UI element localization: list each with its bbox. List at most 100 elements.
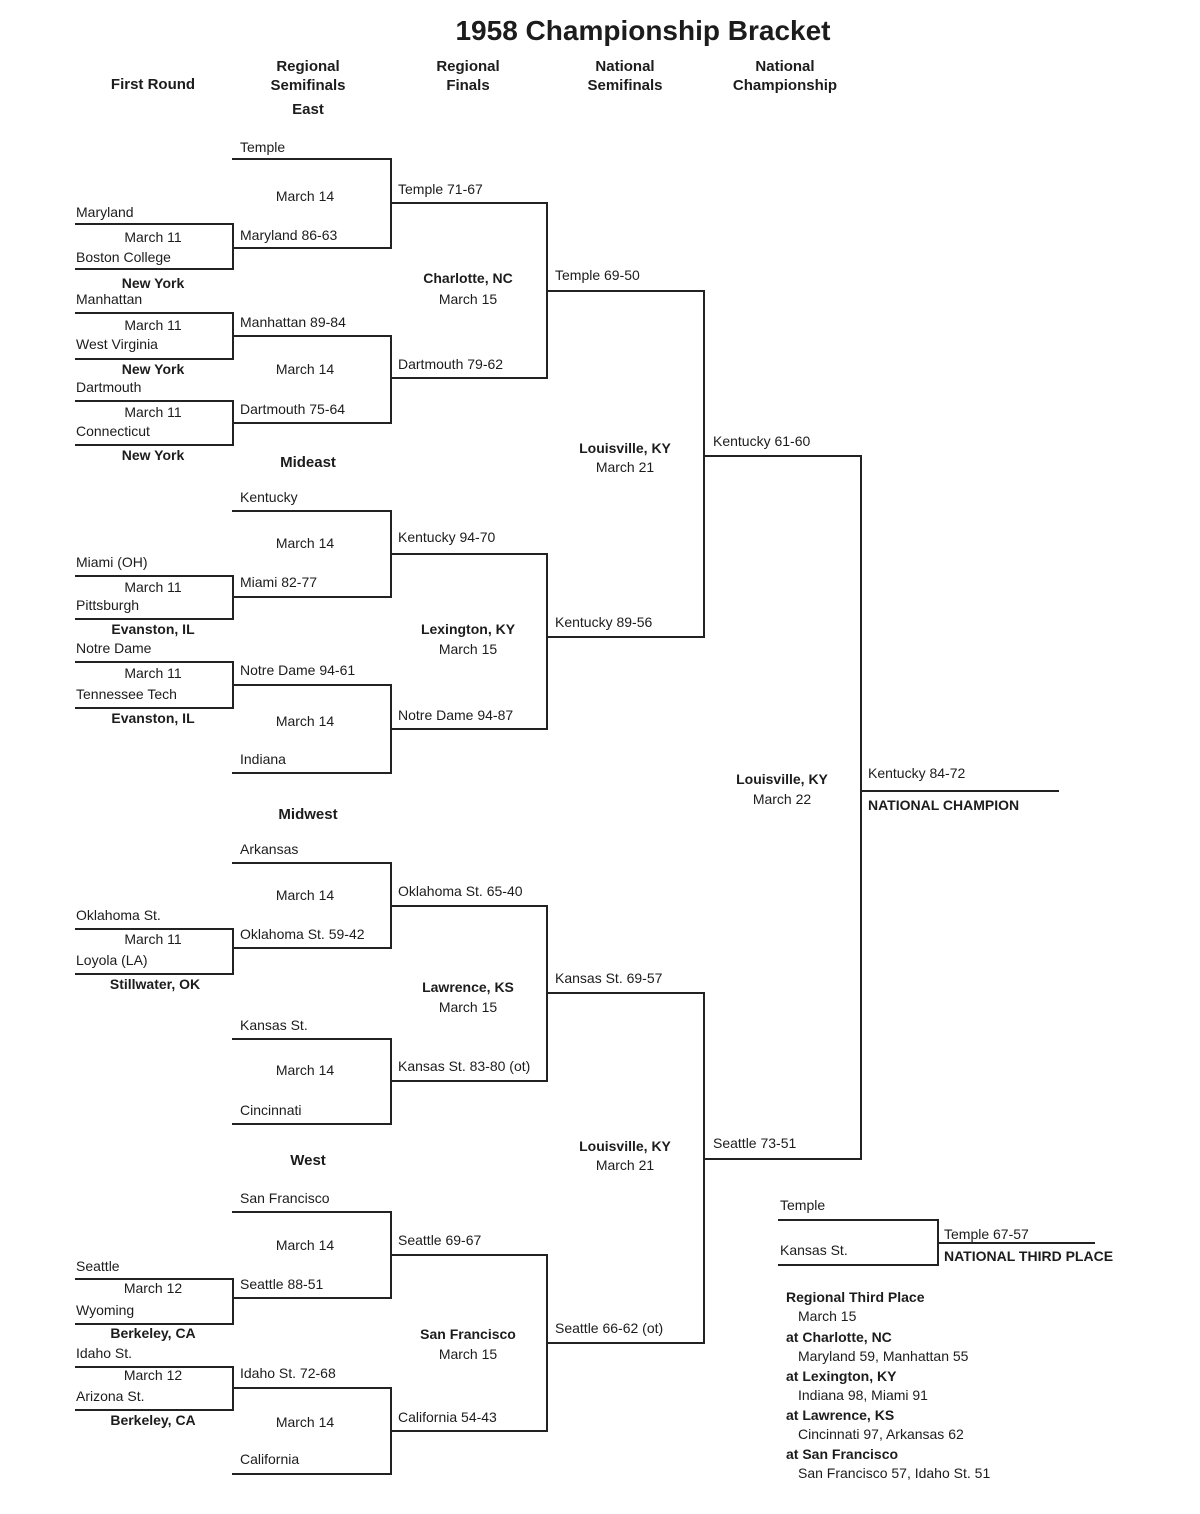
region-label-mideast: Mideast bbox=[280, 454, 336, 471]
team-dartmouth: Dartmouth bbox=[76, 379, 142, 395]
column-header-regional-finals: Regional Finals bbox=[436, 58, 500, 94]
team-notre-dame: Notre Dame bbox=[76, 640, 152, 656]
west-r1-seattle-line bbox=[75, 1278, 234, 1280]
team-arizona-st: Arizona St. bbox=[76, 1388, 145, 1404]
east-final-dartmouth-line bbox=[390, 377, 548, 379]
east-sf-manhattan-line bbox=[232, 335, 392, 337]
midwest-bye-kansas-st-line bbox=[232, 1038, 392, 1040]
game-date: March 15 bbox=[438, 1346, 498, 1362]
game-date: March 14 bbox=[275, 535, 335, 551]
natl-sf1-winner-line bbox=[703, 455, 862, 457]
label-national-champion: NATIONAL CHAMPION bbox=[868, 797, 1020, 813]
west-r1-wyoming-line bbox=[75, 1323, 234, 1325]
mideast-r1-pittsburgh-line bbox=[75, 618, 234, 620]
site-berkeley-ca: Berkeley, CA bbox=[110, 1412, 196, 1428]
team-temple: Temple bbox=[780, 1197, 826, 1213]
mideast-r1-notre-dame-line bbox=[75, 661, 234, 663]
result-seattle-66-62-ot: Seattle 66-62 (ot) bbox=[555, 1320, 664, 1336]
midwest-winner-line bbox=[546, 992, 705, 994]
site-louisville-ky: Louisville, KY bbox=[579, 1138, 671, 1154]
third-place-kansas-st-line bbox=[778, 1264, 939, 1266]
team-indiana: Indiana bbox=[240, 751, 286, 767]
site-at-charlotte-nc: at Charlotte, NC bbox=[786, 1329, 892, 1345]
result-cincinnati-97-arkansas-62: Cincinnati 97, Arkansas 62 bbox=[798, 1426, 964, 1442]
result-temple-69-50: Temple 69-50 bbox=[555, 267, 640, 283]
game-date: March 11 bbox=[124, 317, 182, 333]
site-at-san-francisco: at San Francisco bbox=[786, 1446, 899, 1462]
site-louisville-ky: Louisville, KY bbox=[736, 771, 828, 787]
result-dartmouth-79-62: Dartmouth 79-62 bbox=[398, 356, 504, 372]
team-wyoming: Wyoming bbox=[76, 1302, 135, 1318]
east-r1-boston-college-line bbox=[75, 268, 234, 270]
west-sf-seattle-line bbox=[232, 1297, 392, 1299]
game-date: March 11 bbox=[124, 404, 182, 420]
result-temple-67-57: Temple 67-57 bbox=[944, 1226, 1029, 1242]
east-r1-dartmouth-line bbox=[75, 400, 234, 402]
west-r1-arizona-st-line bbox=[75, 1409, 234, 1411]
site-lexington-ky: Lexington, KY bbox=[420, 621, 516, 637]
site-new-york: New York bbox=[121, 447, 185, 463]
west-final-seattle-line bbox=[390, 1254, 548, 1256]
team-maryland: Maryland bbox=[76, 204, 134, 220]
site-new-york: New York bbox=[121, 361, 185, 377]
midwest-r1-oklahoma-st-line bbox=[75, 928, 234, 930]
east-sf-dartmouth-line bbox=[232, 422, 392, 424]
game-date: March 15 bbox=[438, 641, 498, 657]
result-san-francisco-57-idaho-st-51: San Francisco 57, Idaho St. 51 bbox=[798, 1465, 991, 1481]
region-label-west: West bbox=[290, 1152, 326, 1169]
team-miami-oh: Miami (OH) bbox=[76, 554, 148, 570]
team-loyola-la: Loyola (LA) bbox=[76, 952, 148, 968]
game-date: March 11 bbox=[124, 579, 182, 595]
result-maryland-86-63: Maryland 86-63 bbox=[240, 227, 338, 243]
game-date: March 14 bbox=[275, 1237, 335, 1253]
mideast-r1-miami-line bbox=[75, 575, 234, 577]
team-cincinnati: Cincinnati bbox=[240, 1102, 302, 1118]
result-temple-71-67: Temple 71-67 bbox=[398, 181, 483, 197]
mideast-sf-miami-line bbox=[232, 596, 392, 598]
mideast-bye-indiana-line bbox=[232, 772, 392, 774]
game-date: March 11 bbox=[124, 665, 182, 681]
game-date: March 14 bbox=[275, 188, 335, 204]
team-seattle: Seattle bbox=[76, 1258, 120, 1274]
team-west-virginia: West Virginia bbox=[76, 336, 158, 352]
east-r1-maryland-line bbox=[75, 223, 234, 225]
site-at-lexington-ky: at Lexington, KY bbox=[786, 1368, 897, 1384]
mideast-final-connector bbox=[546, 553, 548, 730]
game-date: March 14 bbox=[275, 361, 335, 377]
east-bye-temple-line bbox=[232, 158, 392, 160]
third-place-temple-line bbox=[778, 1219, 939, 1221]
heading-regional-third-place: Regional Third Place bbox=[786, 1289, 925, 1305]
team-temple: Temple bbox=[240, 139, 286, 155]
east-sf-maryland-line bbox=[232, 247, 392, 249]
result-kentucky-61-60: Kentucky 61-60 bbox=[713, 433, 811, 449]
site-berkeley-ca: Berkeley, CA bbox=[110, 1325, 196, 1341]
team-tennessee-tech: Tennessee Tech bbox=[76, 686, 177, 702]
result-oklahoma-st-65-40: Oklahoma St. 65-40 bbox=[398, 883, 523, 899]
site-louisville-ky: Louisville, KY bbox=[579, 440, 671, 456]
mideast-final-notre-dame-line bbox=[390, 728, 548, 730]
game-date: March 14 bbox=[275, 887, 335, 903]
result-miami-82-77: Miami 82-77 bbox=[240, 574, 318, 590]
game-date: March 22 bbox=[752, 791, 812, 807]
result-dartmouth-75-64: Dartmouth 75-64 bbox=[240, 401, 346, 417]
team-california: California bbox=[240, 1451, 300, 1467]
region-label-east: East bbox=[292, 101, 324, 118]
result-indiana-98-miami-91: Indiana 98, Miami 91 bbox=[798, 1387, 928, 1403]
west-final-california-line bbox=[390, 1430, 548, 1432]
game-date: March 21 bbox=[595, 459, 655, 475]
team-san-francisco: San Francisco bbox=[240, 1190, 330, 1206]
site-new-york: New York bbox=[121, 275, 185, 291]
site-at-lawrence-ks: at Lawrence, KS bbox=[786, 1407, 895, 1423]
result-maryland-59-manhattan-55: Maryland 59, Manhattan 55 bbox=[798, 1348, 969, 1364]
result-kansas-st-83-80-ot: Kansas St. 83-80 (ot) bbox=[398, 1058, 531, 1074]
team-kansas-st: Kansas St. bbox=[780, 1242, 848, 1258]
result-kentucky-84-72: Kentucky 84-72 bbox=[868, 765, 966, 781]
team-kentucky: Kentucky bbox=[240, 489, 298, 505]
result-seattle-88-51: Seattle 88-51 bbox=[240, 1276, 324, 1292]
team-kansas-st: Kansas St. bbox=[240, 1017, 308, 1033]
midwest-final-oklahoma-st-line bbox=[390, 905, 548, 907]
east-final-temple-line bbox=[390, 202, 548, 204]
mideast-bye-kentucky-line bbox=[232, 510, 392, 512]
west-bye-san-francisco-line bbox=[232, 1211, 392, 1213]
